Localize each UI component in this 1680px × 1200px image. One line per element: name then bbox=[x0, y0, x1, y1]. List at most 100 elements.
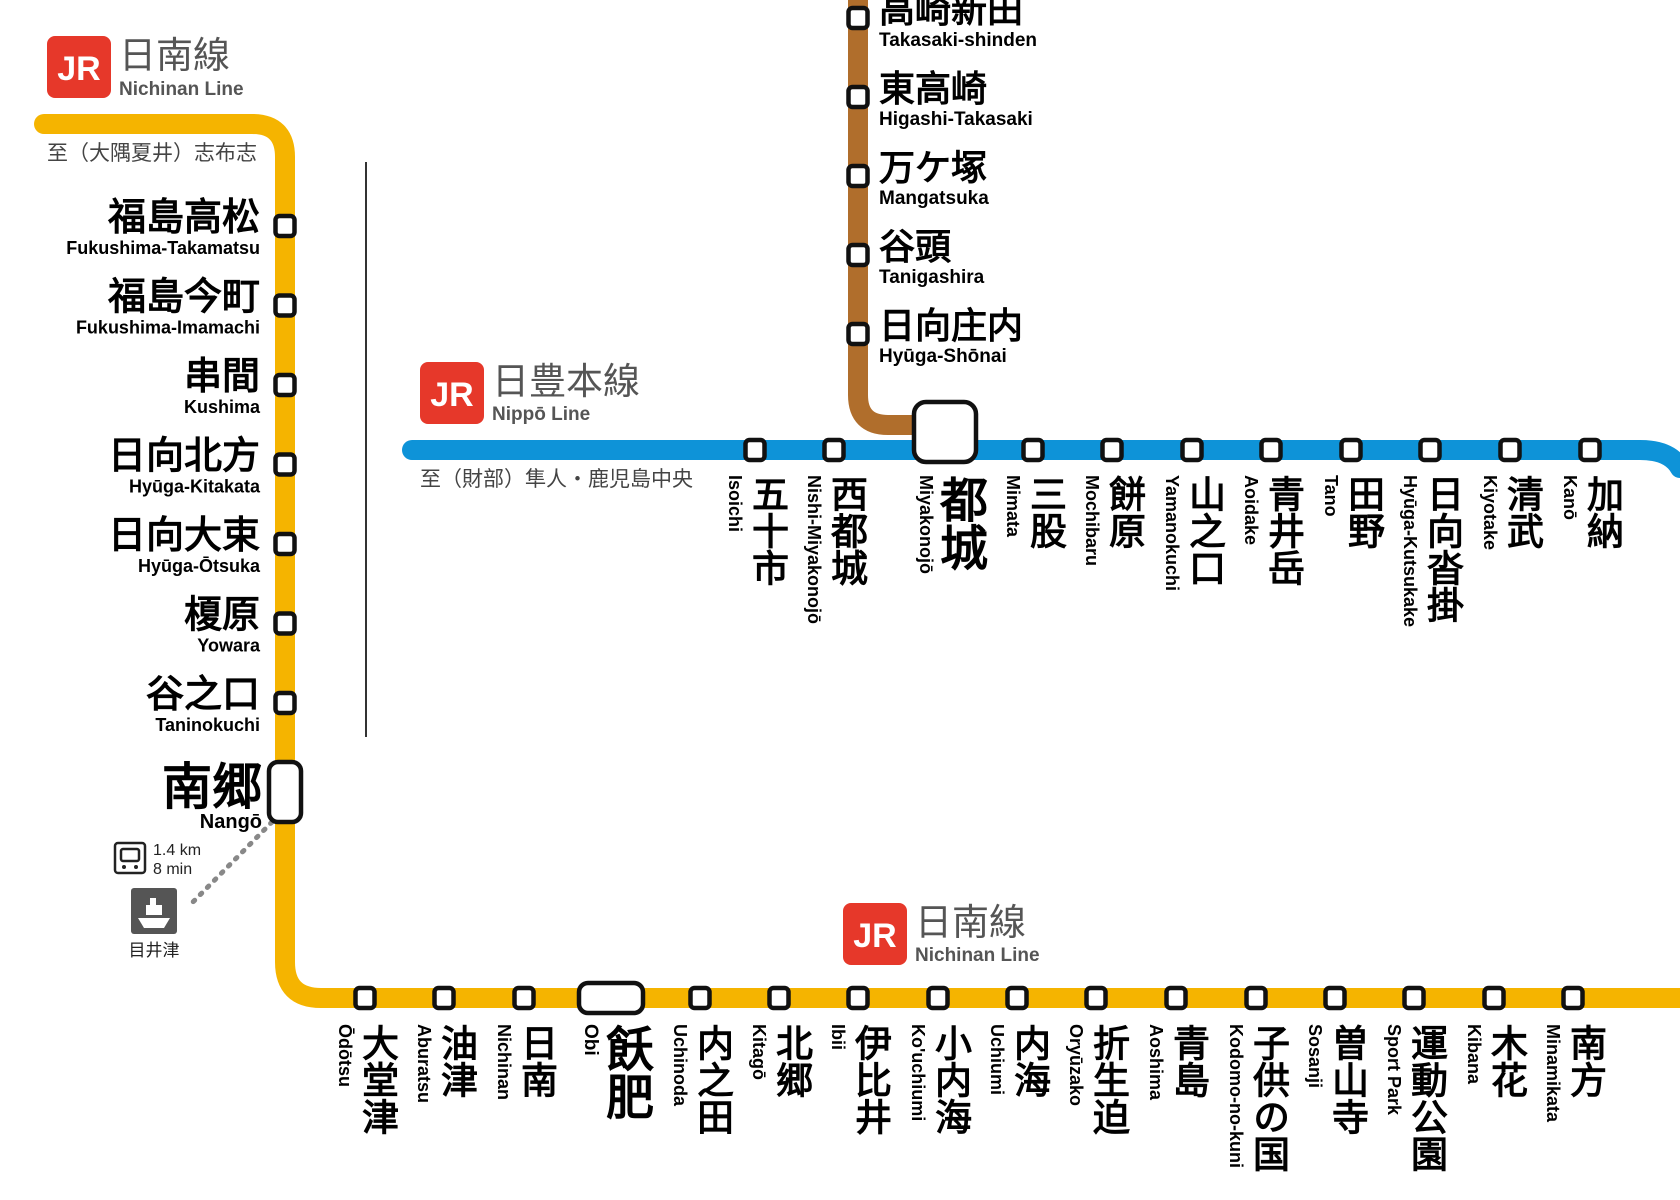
station-marker-nichinan[interactable] bbox=[432, 985, 456, 1011]
station-marker-kitto[interactable] bbox=[846, 5, 870, 31]
station-name-jp: 都城 bbox=[931, 475, 989, 571]
station-marker-nippo[interactable] bbox=[1259, 437, 1283, 463]
station-name-jp: 伊比井 bbox=[849, 1024, 894, 1136]
station-name-en: Ko'uchiumi bbox=[908, 1024, 928, 1121]
station-name-jp: 三股 bbox=[1024, 475, 1068, 549]
station-name-jp: 南郷 bbox=[162, 758, 262, 816]
station-marker-nichinan[interactable] bbox=[273, 531, 297, 557]
station-name-jp: 大堂津 bbox=[356, 1024, 400, 1135]
station-marker-nichinan[interactable] bbox=[1164, 985, 1188, 1011]
station-marker-nippo[interactable] bbox=[743, 437, 767, 463]
station-name-jp: 曽山寺 bbox=[1326, 1024, 1369, 1135]
station-name-en: Nishi-Miyakonojō bbox=[804, 475, 824, 624]
station-marker-nippo-major[interactable] bbox=[911, 399, 979, 465]
station-name-en: Hyūga-Ōtsuka bbox=[138, 556, 261, 576]
station-name-jp: 串間 bbox=[184, 354, 260, 398]
station-name-jp: 東高崎 bbox=[879, 69, 987, 110]
port-name: 目井津 bbox=[129, 941, 180, 961]
station-name-en: Kibana bbox=[1464, 1024, 1484, 1085]
station-name-jp: 南方 bbox=[1564, 1024, 1608, 1098]
station-marker-nichinan-major[interactable] bbox=[576, 980, 646, 1016]
station-marker-nichinan[interactable] bbox=[1084, 985, 1108, 1011]
station-name-en: Aburatsu bbox=[414, 1024, 434, 1103]
station-marker-nichinan[interactable] bbox=[1402, 985, 1426, 1011]
station-marker-nippo[interactable] bbox=[822, 437, 846, 463]
station-name-jp: 福島今町 bbox=[107, 275, 260, 319]
station-name-jp: 谷之口 bbox=[146, 672, 260, 716]
station-name-jp: 清武 bbox=[1501, 475, 1545, 549]
jr-logo-top: JR 日南線 Nichinan Line bbox=[47, 34, 244, 100]
station-name-jp: 福島高松 bbox=[107, 195, 260, 239]
station-marker-nichinan[interactable] bbox=[273, 690, 297, 716]
station-name-en: Ōdōtsu bbox=[335, 1024, 355, 1087]
station-name-en: Oryūzako bbox=[1066, 1024, 1086, 1106]
station-marker-nichinan[interactable] bbox=[512, 985, 536, 1011]
station-marker-kitto[interactable] bbox=[846, 321, 870, 347]
station-name-jp: 日向北方 bbox=[108, 434, 260, 478]
station-marker-nichinan[interactable] bbox=[1561, 985, 1585, 1011]
station-marker-nichinan[interactable] bbox=[767, 985, 791, 1011]
station-name-en: Kitagō bbox=[749, 1024, 769, 1080]
station-name-en: Sport Park bbox=[1384, 1024, 1404, 1116]
station-marker-nippo[interactable] bbox=[1418, 437, 1442, 463]
ferry-icon bbox=[131, 888, 177, 934]
station-name-jp: 飫肥 bbox=[597, 1024, 654, 1120]
station-name-en: Kiyotake bbox=[1480, 475, 1500, 550]
station-name-jp: 榎原 bbox=[184, 593, 260, 637]
station-marker-nichinan[interactable] bbox=[353, 985, 377, 1011]
station-marker-nichinan[interactable] bbox=[1244, 985, 1268, 1011]
station-marker-nango[interactable] bbox=[266, 759, 304, 825]
station-name-jp: 西都城 bbox=[825, 475, 870, 587]
line-name-en: Nippō Line bbox=[492, 404, 590, 425]
station-name-jp: 日向沓掛 bbox=[1421, 475, 1465, 623]
station-marker-kitto[interactable] bbox=[846, 84, 870, 110]
station-name-en: Uchinoda bbox=[670, 1024, 690, 1107]
station-marker-nippo[interactable] bbox=[1100, 437, 1124, 463]
station-name-en: Kanō bbox=[1560, 475, 1580, 520]
station-marker-nichinan[interactable] bbox=[273, 293, 297, 318]
station-name-jp: 日南 bbox=[515, 1024, 558, 1098]
station-marker-nippo[interactable] bbox=[1180, 437, 1204, 463]
station-marker-nichinan[interactable] bbox=[1482, 985, 1506, 1011]
station-marker-nichinan[interactable] bbox=[846, 985, 870, 1011]
station-marker-kitto[interactable] bbox=[846, 163, 870, 189]
station-name-jp: 折生迫 bbox=[1087, 1024, 1131, 1136]
kitto-line bbox=[848, 0, 925, 435]
station-name-jp: 内之田 bbox=[691, 1024, 734, 1135]
station-name-jp: 運動公園 bbox=[1405, 1024, 1449, 1172]
station-marker-nippo[interactable] bbox=[1578, 437, 1602, 463]
station-name-jp: 日向大束 bbox=[108, 513, 260, 557]
station-name-en: Yowara bbox=[197, 636, 261, 656]
station-name-en: Obi bbox=[580, 1024, 601, 1056]
line-name-jp: 日南線 bbox=[119, 34, 230, 77]
station-name-jp: 五十市 bbox=[746, 475, 789, 586]
station-marker-nippo[interactable] bbox=[1339, 437, 1363, 463]
station-name-en: Tanigashira bbox=[879, 267, 985, 288]
destination-label-nippo: 至（財部）隼人・鹿児島中央 bbox=[420, 467, 693, 491]
station-marker-nichinan[interactable] bbox=[273, 452, 297, 477]
nango-connection: 1.4 km 8 min 目井津 bbox=[113, 841, 201, 961]
station-marker-nichinan[interactable] bbox=[273, 372, 297, 398]
station-name-en: Hyūga-Kutsukake bbox=[1400, 475, 1420, 627]
station-name-en: Aoidake bbox=[1241, 475, 1261, 545]
station-marker-nichinan[interactable] bbox=[273, 611, 297, 636]
station-marker-nichinan[interactable] bbox=[1005, 985, 1029, 1011]
station-name-jp: 小内海 bbox=[929, 1024, 973, 1135]
station-marker-nichinan[interactable] bbox=[688, 985, 712, 1011]
station-marker-nichinan[interactable] bbox=[273, 213, 297, 239]
station-name-en: Sosanji bbox=[1305, 1024, 1325, 1088]
station-marker-nippo[interactable] bbox=[1021, 437, 1045, 463]
station-marker-nichinan[interactable] bbox=[1323, 985, 1347, 1011]
station-name-en: Mangatsuka bbox=[879, 188, 989, 209]
station-name-en: Fukushima-Takamatsu bbox=[66, 238, 260, 258]
station-name-jp: 日向庄内 bbox=[879, 306, 1023, 347]
station-name-en: Nichinan bbox=[494, 1024, 514, 1100]
station-marker-kitto[interactable] bbox=[846, 242, 870, 268]
line-name-jp: 日南線 bbox=[915, 901, 1026, 944]
station-marker-nippo[interactable] bbox=[1498, 437, 1522, 463]
station-name-jp: 青島 bbox=[1167, 1024, 1210, 1098]
station-name-en: Minamikata bbox=[1543, 1024, 1563, 1123]
destination-label-top: 至（大隅夏井）志布志 bbox=[47, 141, 257, 165]
station-marker-nichinan[interactable] bbox=[926, 985, 950, 1011]
station-name-jp: 谷頭 bbox=[879, 227, 952, 268]
